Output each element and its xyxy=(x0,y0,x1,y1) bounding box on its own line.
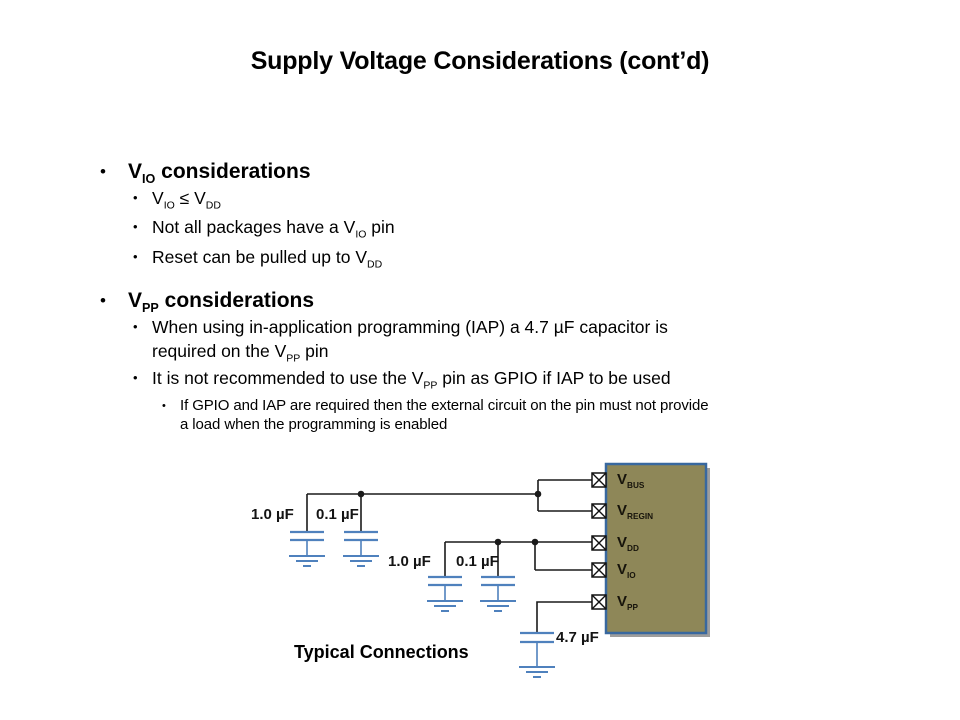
bullet-vio-item-3: • Reset can be pulled up to VDD xyxy=(133,245,383,271)
capacitor-c2 xyxy=(343,530,379,567)
capacitor-plates xyxy=(344,530,378,542)
bullet-marker: • xyxy=(133,370,138,385)
bullet-marker: • xyxy=(162,400,166,412)
vpp-subitem-text: If GPIO and IAP are required then the ex… xyxy=(180,397,709,434)
capacitor-label-c5: 4.7 µF xyxy=(556,629,599,646)
vpp-item-iap-text: When using in-application programming (I… xyxy=(152,315,668,365)
pin-terminal-vbus xyxy=(591,472,607,488)
pin-label-vio: VIO xyxy=(617,561,636,580)
wires xyxy=(306,479,592,633)
ground-symbol xyxy=(519,666,555,678)
bullet-vio-heading: • VIO considerations xyxy=(100,159,311,185)
capacitor-label-c1: 1.0 µF xyxy=(251,506,294,523)
junction-dot xyxy=(534,490,542,498)
vpp-item-iap-line-1: When using in-application programming (I… xyxy=(152,317,668,337)
capacitor-plates xyxy=(290,530,324,542)
junction-dot xyxy=(494,538,502,546)
bullet-marker: • xyxy=(100,162,106,181)
bullet-vio-item-2: • Not all packages have a VIO pin xyxy=(133,215,395,241)
capacitor-label-c4: 0.1 µF xyxy=(456,553,499,570)
chip-body xyxy=(604,462,708,635)
vio-item-3-text: Reset can be pulled up to VDD xyxy=(152,247,383,271)
bullet-vio-item-1: • VIO ≤ VDD xyxy=(133,186,221,212)
capacitor-label-c2: 0.1 µF xyxy=(316,506,359,523)
bullet-vpp-subitem: • If GPIO and IAP are required then the … xyxy=(162,397,709,434)
ground-symbol xyxy=(343,555,379,567)
vio-item-2-text: Not all packages have a VIO pin xyxy=(152,217,395,241)
pin-label-vregin: VREGIN xyxy=(617,502,654,521)
bullet-marker: • xyxy=(133,249,138,264)
pin-terminal-vpp xyxy=(591,594,607,610)
bullet-marker: • xyxy=(133,219,138,234)
bullet-vpp-item-gpio: • It is not recommended to use the VPP p… xyxy=(133,366,671,392)
capacitor-plates xyxy=(520,631,554,644)
ground-symbol xyxy=(289,555,325,567)
capacitor-c4 xyxy=(480,575,516,612)
page-title: Supply Voltage Considerations (cont’d) xyxy=(250,47,710,75)
vpp-item-iap-line-2: required on the VPP pin xyxy=(152,341,329,365)
bullet-vpp-heading: • VPP considerations xyxy=(100,288,314,314)
pin-terminal-vdd xyxy=(591,535,607,551)
capacitor-label-c3: 1.0 µF xyxy=(388,553,431,570)
capacitor-c1 xyxy=(289,530,325,567)
bullet-marker: • xyxy=(100,291,106,310)
capacitor-c3 xyxy=(427,575,463,612)
vpp-subitem-line-1: If GPIO and IAP are required then the ex… xyxy=(180,397,709,414)
vio-heading-text: VIO considerations xyxy=(128,160,311,187)
pin-terminal-vregin xyxy=(591,503,607,519)
pin-label-vpp: VPP xyxy=(617,593,639,612)
vpp-item-gpio-text: It is not recommended to use the VPP pin… xyxy=(152,368,671,392)
mcu-chip xyxy=(604,462,710,637)
pin-label-vbus: VBUS xyxy=(617,471,645,490)
capacitor-plates xyxy=(481,575,515,587)
bullet-marker: • xyxy=(133,190,138,205)
bullet-marker: • xyxy=(133,319,138,334)
vpp-heading-text: VPP considerations xyxy=(128,289,315,316)
vio-item-1-text: VIO ≤ VDD xyxy=(152,188,221,212)
junction-dot xyxy=(531,538,539,546)
wire-vdd-vio-net xyxy=(444,541,592,577)
pin-terminals xyxy=(591,472,607,610)
vpp-subitem-line-2: a load when the programming is enabled xyxy=(180,415,448,433)
pin-terminal-vio xyxy=(591,562,607,578)
circuit-svg xyxy=(289,462,710,678)
ground-symbol xyxy=(427,600,463,612)
diagram-caption: Typical Connections xyxy=(294,642,469,662)
junction-dot xyxy=(357,490,365,498)
capacitor-plates xyxy=(428,575,462,587)
pin-label-vdd: VDD xyxy=(617,534,639,553)
ground-symbol xyxy=(480,600,516,612)
bullet-vpp-item-iap: • When using in-application programming … xyxy=(133,315,668,365)
capacitor-c5 xyxy=(519,631,555,678)
wire-vpp-net xyxy=(536,601,592,633)
